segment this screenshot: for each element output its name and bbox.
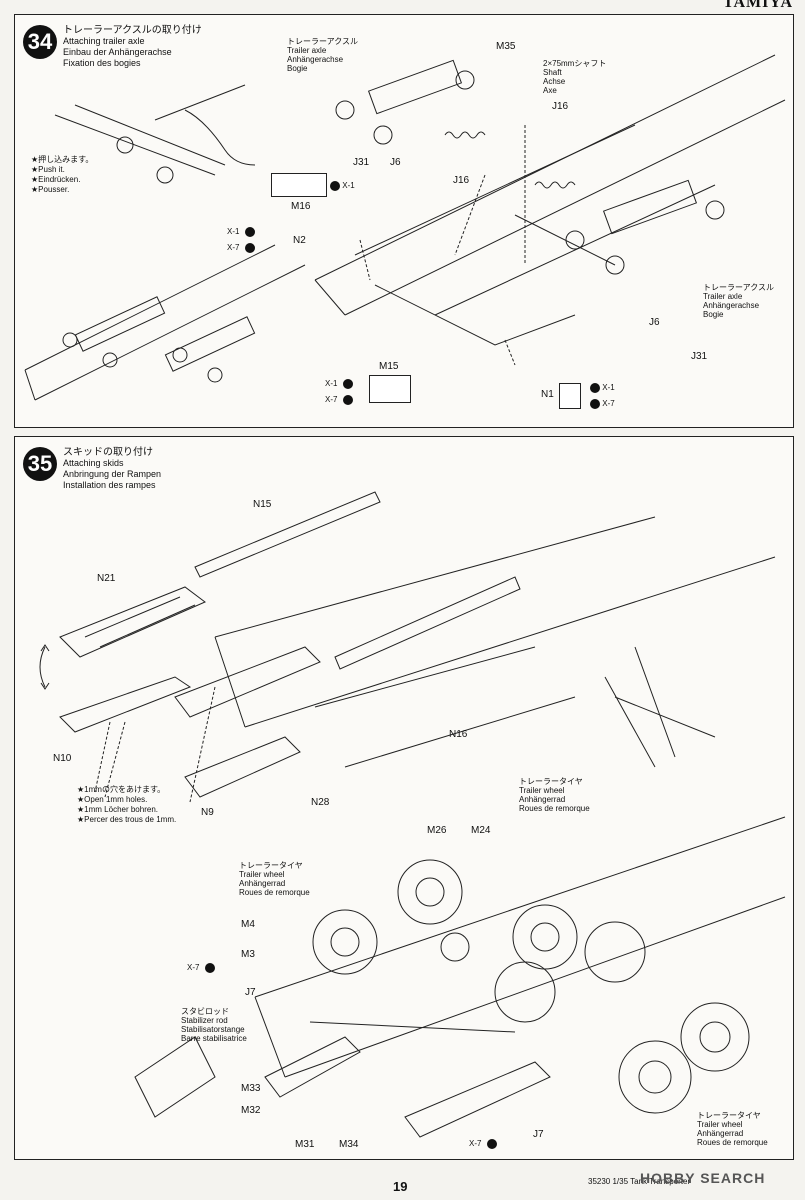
title-jp: トレーラーアクスルの取り付け bbox=[63, 25, 202, 36]
title-en: Attaching trailer axle bbox=[63, 36, 145, 46]
paint-callout: X-7 bbox=[469, 1139, 497, 1149]
part-label-m15: M15 bbox=[379, 361, 399, 372]
part-label-j16: J16 bbox=[552, 101, 569, 112]
part-label-n9: N9 bbox=[201, 807, 214, 818]
part-label-n16: N16 bbox=[449, 729, 468, 740]
step-number-badge: 35 bbox=[23, 447, 57, 481]
trailer-wheel-label: トレーラータイヤ Trailer wheel Anhängerrad Roues… bbox=[239, 861, 310, 897]
page-number: 19 bbox=[393, 1179, 408, 1194]
part-label-m4: M4 bbox=[241, 919, 255, 930]
step-34-panel: 34 トレーラーアクスルの取り付け Attaching trailer axle… bbox=[14, 14, 794, 428]
decal-clip-icon bbox=[271, 173, 327, 197]
part-label-m32: M32 bbox=[241, 1105, 261, 1116]
decal-clip-icon bbox=[559, 383, 581, 409]
paint-dot-icon bbox=[204, 963, 215, 973]
title-de: Einbau der Anhängerachse bbox=[63, 47, 172, 57]
part-label-j7: J7 bbox=[533, 1129, 544, 1140]
title-de: Anbringung der Rampen bbox=[63, 469, 162, 479]
step-number-badge: 34 bbox=[23, 25, 57, 59]
watermark: HOBBY SEARCH bbox=[640, 1170, 766, 1186]
paint-dot-icon bbox=[244, 243, 255, 253]
part-label-j31: J31 bbox=[353, 157, 370, 168]
part-label-m24: M24 bbox=[471, 825, 491, 836]
part-label-m34: M34 bbox=[339, 1139, 359, 1150]
part-label-j31: J31 bbox=[691, 351, 708, 362]
paint-callout: X-1 bbox=[227, 227, 255, 237]
part-label-n10: N10 bbox=[53, 753, 72, 764]
trailer-axle-label-right: トレーラーアクスル Trailer axle Anhängerachse Bog… bbox=[703, 283, 775, 319]
paint-callout: X-7 bbox=[187, 963, 215, 973]
paint-dot-icon bbox=[342, 379, 353, 389]
part-label-j6: J6 bbox=[649, 317, 660, 328]
part-label-j16: J16 bbox=[453, 175, 470, 186]
part-label-n21: N21 bbox=[97, 573, 116, 584]
part-label-m16: M16 bbox=[291, 201, 311, 212]
part-label-m3: M3 bbox=[241, 949, 255, 960]
step-35-panel: 35 スキッドの取り付け Attaching skids Anbringung … bbox=[14, 436, 794, 1160]
step-title: スキッドの取り付け Attaching skids Anbringung der… bbox=[63, 447, 161, 491]
paint-dot-icon bbox=[486, 1139, 497, 1149]
part-label-n2: N2 bbox=[293, 235, 306, 246]
trailer-axle-label-top: トレーラーアクスル Trailer axle Anhängerachse Bog… bbox=[287, 37, 359, 73]
step-34-drawing bbox=[24, 54, 786, 401]
paint-callout: X-7 bbox=[325, 395, 353, 405]
step-35-drawing bbox=[39, 491, 786, 1138]
push-note: ★押し込みます。 ★Push it. ★Eindrücken. ★Pousser… bbox=[31, 155, 94, 194]
paint-callout: X-7 bbox=[587, 399, 615, 409]
part-label-n15: N15 bbox=[253, 499, 272, 510]
paint-dot-icon bbox=[590, 399, 600, 409]
part-label-m26: M26 bbox=[427, 825, 447, 836]
part-label-m33: M33 bbox=[241, 1083, 261, 1094]
shaft-label: 2×75mmシャフト Shaft Achse Axe bbox=[543, 59, 607, 95]
drill-note: ★1mmの穴をあけます。 ★Open 1mm holes. ★1mm Löche… bbox=[77, 785, 177, 824]
stabilizer-rod-label: スタビロッド Stabilizer rod Stabilisatorstange… bbox=[181, 1007, 247, 1043]
title-fr: Installation des rampes bbox=[63, 480, 156, 490]
paint-dot-icon bbox=[590, 383, 600, 393]
part-label-m31: M31 bbox=[295, 1139, 315, 1150]
trailer-wheel-label: トレーラータイヤ Trailer wheel Anhängerrad Roues… bbox=[519, 777, 590, 813]
paint-callout: X-1 bbox=[325, 379, 353, 389]
title-en: Attaching skids bbox=[63, 458, 124, 468]
title-jp: スキッドの取り付け bbox=[63, 447, 153, 458]
paint-dot-icon bbox=[342, 395, 353, 405]
paint-callout: X-1 bbox=[587, 383, 615, 393]
title-fr: Fixation des bogies bbox=[63, 58, 141, 68]
paint-callout: X-1 bbox=[327, 181, 355, 191]
decal-clip-icon bbox=[369, 375, 411, 403]
paint-dot-icon bbox=[330, 181, 340, 191]
part-label-j6: J6 bbox=[390, 157, 401, 168]
product-code: 35230 1/35 Tank Transporter bbox=[588, 1177, 691, 1186]
part-label-n1: N1 bbox=[541, 389, 554, 400]
brand-logo: TAMIYA bbox=[722, 0, 793, 11]
paint-dot-icon bbox=[244, 227, 255, 237]
part-label-n28: N28 bbox=[311, 797, 330, 808]
step-title: トレーラーアクスルの取り付け Attaching trailer axle Ei… bbox=[63, 25, 202, 69]
part-label-m35: M35 bbox=[496, 41, 516, 52]
paint-callout: X-7 bbox=[227, 243, 255, 253]
part-label-j7: J7 bbox=[245, 987, 256, 998]
trailer-wheel-label: トレーラータイヤ Trailer wheel Anhängerrad Roues… bbox=[697, 1111, 768, 1147]
